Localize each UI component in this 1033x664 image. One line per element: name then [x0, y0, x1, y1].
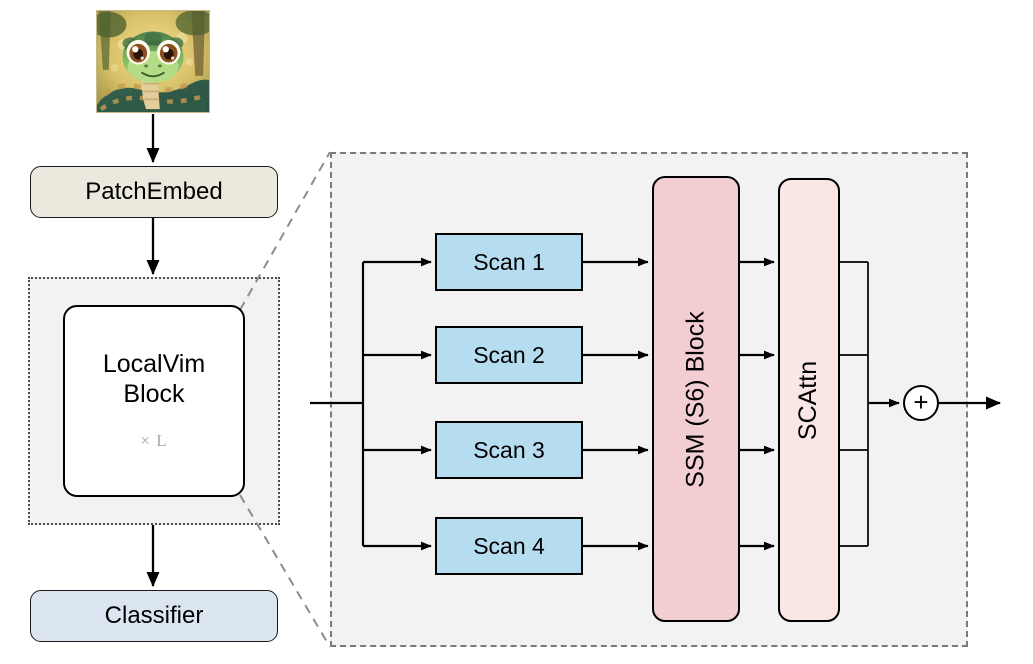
scan-4-node[interactable]: Scan 4	[435, 517, 583, 575]
input-image	[96, 10, 210, 113]
scan-2-label: Scan 2	[473, 341, 545, 368]
localvim-block-node[interactable]: LocalVim Block × L	[63, 305, 245, 497]
ssm-s6-block-label: SSM (S6) Block	[681, 310, 710, 488]
sum-operator-label: +	[913, 386, 929, 417]
classifier-node[interactable]: Classifier	[30, 590, 278, 642]
snake-illustration-icon	[97, 11, 209, 112]
scan-1-label: Scan 1	[473, 248, 545, 275]
scan-3-node[interactable]: Scan 3	[435, 421, 583, 479]
sum-operator-node: +	[903, 385, 939, 421]
scan-3-label: Scan 3	[473, 436, 545, 463]
localvim-block-label-line2: Block	[123, 379, 185, 408]
localvim-block-label-line1: LocalVim	[102, 350, 206, 379]
scan-2-node[interactable]: Scan 2	[435, 326, 583, 384]
localvim-repeat-count: × L	[140, 431, 168, 451]
classifier-label: Classifier	[104, 602, 204, 629]
scattn-block-node[interactable]: SCAttn	[778, 178, 840, 622]
patch-embed-node[interactable]: PatchEmbed	[30, 166, 278, 218]
scan-1-node[interactable]: Scan 1	[435, 233, 583, 291]
scan-4-label: Scan 4	[473, 532, 545, 559]
scattn-block-label: SCAttn	[794, 360, 823, 440]
patch-embed-label: PatchEmbed	[85, 178, 223, 205]
localvim-detail-panel	[330, 152, 968, 647]
ssm-s6-block-node[interactable]: SSM (S6) Block	[652, 176, 740, 622]
